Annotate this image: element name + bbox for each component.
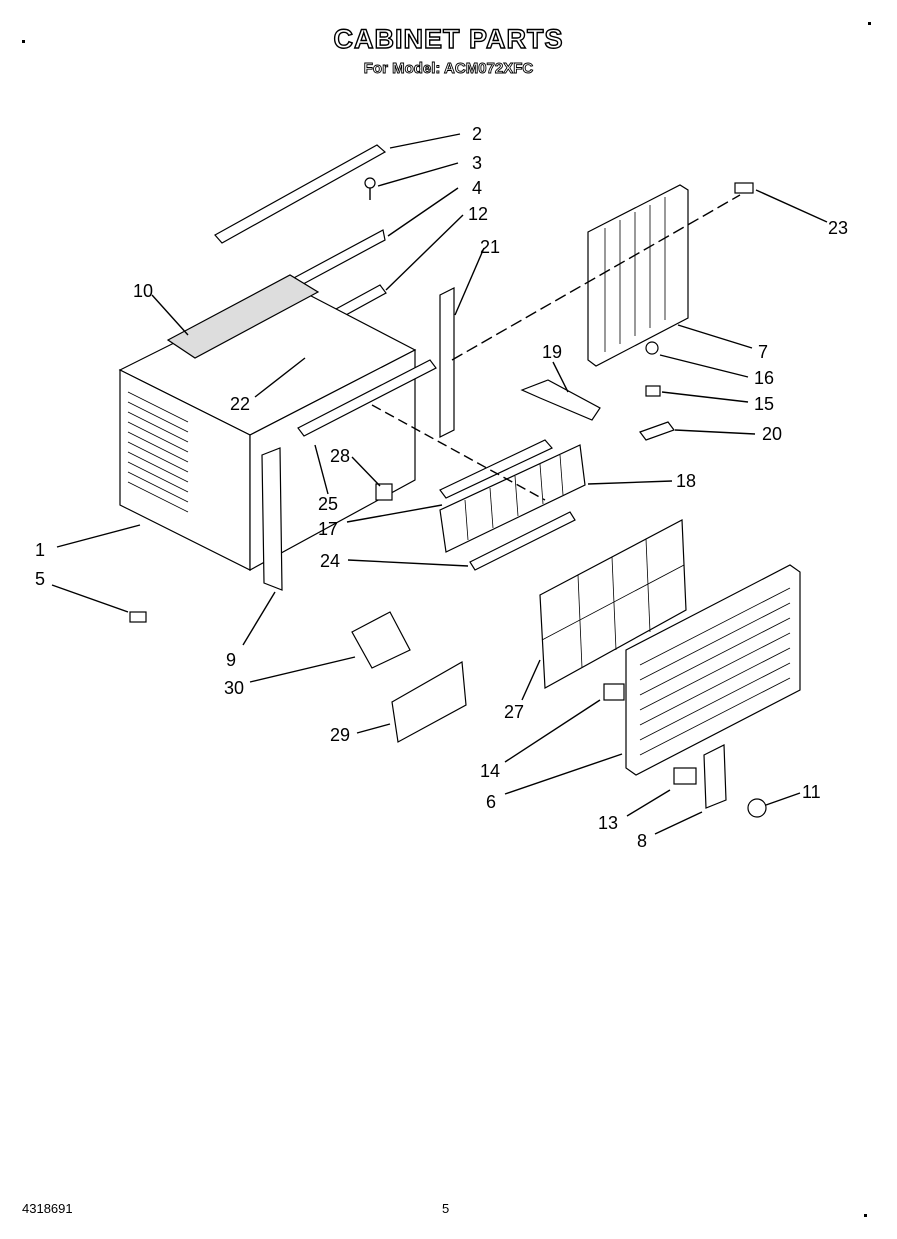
callout-3: 3 xyxy=(472,153,482,173)
part-clip xyxy=(375,483,393,501)
part-side-strip xyxy=(261,447,283,591)
callout-7: 7 xyxy=(758,342,768,362)
part-latch xyxy=(639,421,675,441)
part-lower-rail xyxy=(469,511,576,571)
part-spring-clip xyxy=(645,385,661,397)
callout-29: 29 xyxy=(330,725,350,745)
part-screw-top xyxy=(364,177,376,200)
callout-5: 5 xyxy=(35,569,45,589)
callout-30: 30 xyxy=(224,678,244,698)
corner-mark-top-right xyxy=(868,22,871,25)
callout-labels: 2 3 4 12 21 10 22 23 7 16 15 19 20 28 25… xyxy=(35,124,848,851)
callout-16: 16 xyxy=(754,368,774,388)
part-insulation-panel xyxy=(391,661,467,743)
callout-18: 18 xyxy=(676,471,696,491)
part-top-rail xyxy=(214,144,387,244)
document-code: 4318691 xyxy=(22,1201,73,1216)
callout-12: 12 xyxy=(468,204,488,224)
callout-27: 27 xyxy=(504,702,524,722)
part-mounting-bracket xyxy=(351,611,411,669)
part-control-bracket xyxy=(703,744,727,809)
part-cabinet-wrapper xyxy=(118,284,417,572)
callout-13: 13 xyxy=(598,813,618,833)
callout-19: 19 xyxy=(542,342,562,362)
callout-8: 8 xyxy=(637,831,647,851)
part-top-plate xyxy=(289,229,386,291)
page-number: 5 xyxy=(442,1201,450,1216)
callout-20: 20 xyxy=(762,424,782,444)
callout-28: 28 xyxy=(330,446,350,466)
part-drawings xyxy=(118,144,801,818)
callout-21: 21 xyxy=(480,237,500,257)
callout-10: 10 xyxy=(133,281,153,301)
callout-9: 9 xyxy=(226,650,236,670)
part-air-filter xyxy=(539,519,687,689)
callout-15: 15 xyxy=(754,394,774,414)
callout-23: 23 xyxy=(828,218,848,238)
part-vertical-bracket xyxy=(439,287,455,438)
callout-25: 25 xyxy=(318,494,338,514)
part-knob-stem xyxy=(645,341,659,355)
part-rear-grille xyxy=(587,184,689,367)
page-title: CABINET PARTS xyxy=(333,23,564,54)
callout-4: 4 xyxy=(472,178,482,198)
callout-2: 2 xyxy=(472,124,482,144)
corner-mark-top-left xyxy=(22,40,25,43)
part-foam-block-upper xyxy=(603,683,625,701)
part-top-pad xyxy=(166,274,320,359)
part-screw-bottom xyxy=(129,611,147,623)
part-deflector-frame xyxy=(439,444,586,553)
callout-22: 22 xyxy=(230,394,250,414)
part-louver-bar xyxy=(439,439,553,499)
part-front-panel xyxy=(625,564,801,776)
part-screw-right xyxy=(734,182,754,194)
page-subtitle: For Model: ACM072XFC xyxy=(363,60,534,78)
callout-1: 1 xyxy=(35,540,45,560)
leader-lines xyxy=(51,133,828,835)
part-handle xyxy=(520,379,601,421)
part-control-knob xyxy=(747,798,767,818)
callout-6: 6 xyxy=(486,792,496,812)
callout-14: 14 xyxy=(480,761,500,781)
corner-mark-bottom-right xyxy=(864,1214,867,1217)
callout-24: 24 xyxy=(320,551,340,571)
part-vertical-rail xyxy=(297,359,437,437)
callout-17: 17 xyxy=(318,519,338,539)
part-foam-block-lower xyxy=(673,767,697,785)
callout-11: 11 xyxy=(802,782,821,802)
